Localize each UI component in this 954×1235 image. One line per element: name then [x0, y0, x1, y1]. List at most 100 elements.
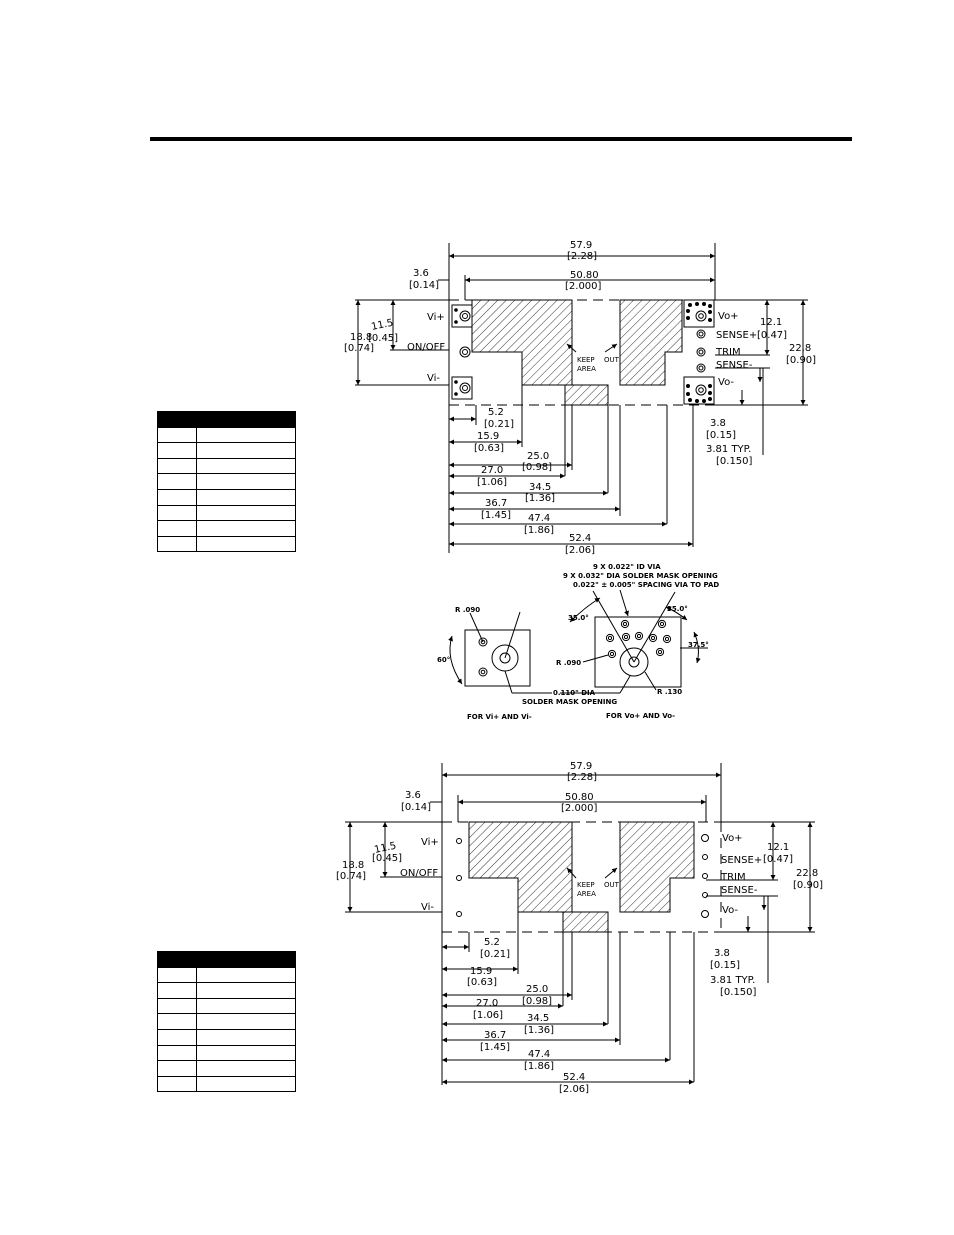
dim-52.4: 52.4 — [569, 533, 591, 544]
pin-label-vi-plus: Vi+ — [427, 312, 445, 323]
pin-label-sense-minus: SENSE- — [716, 360, 753, 371]
dim-25.0: 25.0 — [526, 984, 548, 995]
dim-1.86: [1.86] — [524, 1061, 554, 1072]
dim-5.2: 5.2 — [484, 937, 500, 948]
dim-47.4: 47.4 — [528, 1049, 550, 1060]
dim-0.15: [0.15] — [706, 430, 736, 441]
dim-50.80: 50.80 — [565, 792, 594, 803]
dim-0.74: [0.74] — [344, 343, 374, 354]
dim-57.9: 57.9 — [570, 761, 592, 772]
dim-1.36: [1.36] — [525, 493, 555, 504]
dim-0.47: [0.47] — [763, 854, 793, 865]
dim-0.14: [0.14] — [409, 280, 439, 291]
dim-2.28: [2.28] — [567, 772, 597, 783]
dim-3.6: 3.6 — [405, 790, 421, 801]
dim-0.98: [0.98] — [522, 462, 552, 473]
dim-0.21: [0.21] — [484, 419, 514, 430]
dim-47.4: 47.4 — [528, 513, 550, 524]
dim-0.15: [0.15] — [710, 960, 740, 971]
label-35-deg-left: 35.0° — [568, 614, 589, 622]
dim-12.1: 12.1 — [760, 317, 782, 328]
pin-label-vo-minus: Vo- — [718, 377, 734, 388]
pin-label-vi-plus: Vi+ — [421, 837, 439, 848]
dim-1.06: [1.06] — [477, 477, 507, 488]
dim-25.0: 25.0 — [527, 451, 549, 462]
dim-2.28: [2.28] — [567, 251, 597, 262]
dim-27.0: 27.0 — [481, 465, 503, 476]
dim-18.8: 18.8 — [350, 332, 372, 343]
dim-3.6: 3.6 — [413, 268, 429, 279]
dim-2.000: [2.000] — [561, 803, 598, 814]
bottom-view — [345, 763, 815, 1085]
dim-0.74: [0.74] — [336, 871, 366, 882]
pin-label-vo-plus: Vo+ — [718, 311, 739, 322]
dim-3.8: 3.8 — [710, 418, 726, 429]
dim-0.150: [0.150] — [720, 987, 757, 998]
pin-label-trim: TRIM — [720, 872, 746, 883]
out-label: OUT — [604, 881, 620, 889]
pin-label-sense-plus: SENSE+ — [721, 855, 762, 866]
note-mask: 9 X 0.032" DIA SOLDER MASK OPENING — [563, 572, 718, 580]
note-spacing: 0.022" ± 0.005" SPACING VIA TO PAD — [573, 581, 719, 589]
dim-1.86: [1.86] — [524, 525, 554, 536]
header-rule — [150, 137, 852, 141]
pin-label-vi-minus: Vi- — [421, 902, 434, 913]
dim-0.21: [0.21] — [480, 949, 510, 960]
dim-27.0: 27.0 — [476, 998, 498, 1009]
dim-2.06: [2.06] — [565, 545, 595, 556]
out-label: OUT — [604, 356, 620, 364]
dim-1.36: [1.36] — [524, 1025, 554, 1036]
pin-label-on-off: ON/OFF — [407, 342, 445, 353]
dim-15.9: 15.9 — [477, 431, 499, 442]
label-37.5-deg: 37.5° — [688, 641, 709, 649]
pin-label-sense-plus: SENSE+ — [716, 330, 757, 341]
keep-label: KEEP — [577, 356, 595, 364]
dim-18.8: 18.8 — [342, 860, 364, 871]
dim-0.98: [0.98] — [522, 996, 552, 1007]
pin-table-top — [157, 411, 296, 553]
label-dia: 0.110" DIA — [553, 689, 596, 697]
dim-0.150: [0.150] — [716, 456, 753, 467]
top-view-text: 57.9 [2.28] 50.80 [2.000] 3.6 [0.14] 11.… — [344, 240, 816, 556]
area-label: AREA — [577, 365, 596, 373]
dim-15.9: 15.9 — [470, 966, 492, 977]
dim-0.14: [0.14] — [401, 802, 431, 813]
bottom-view-text: 57.9 [2.28] 50.80 [2.000] 3.6 [0.14] 11.… — [336, 761, 823, 1095]
dim-50.80: 50.80 — [570, 270, 599, 281]
dim-22.8: 22.8 — [796, 868, 818, 879]
label-r090-vi: R .090 — [455, 606, 480, 614]
dim-0.47: [0.47] — [757, 330, 787, 341]
dim-3.81-typ: 3.81 TYP. — [706, 444, 751, 455]
dim-0.90: [0.90] — [793, 880, 823, 891]
label-solder-mask: SOLDER MASK OPENING — [522, 698, 617, 706]
dim-5.2: 5.2 — [488, 407, 504, 418]
dim-34.5: 34.5 — [527, 1013, 549, 1024]
dim-3.8: 3.8 — [714, 948, 730, 959]
label-r130: R .130 — [657, 688, 682, 696]
pad-detail — [448, 589, 708, 694]
label-r090-vo: R .090 — [556, 659, 581, 667]
dim-11.5: 11.5 — [373, 841, 397, 856]
dim-2.000: [2.000] — [565, 281, 602, 292]
pad-detail-text: 9 X 0.022" ID VIA 9 X 0.032" DIA SOLDER … — [437, 563, 719, 721]
area-label: AREA — [577, 890, 596, 898]
dim-1.06: [1.06] — [473, 1010, 503, 1021]
pin-label-vi-minus: Vi- — [427, 373, 440, 384]
dim-52.4: 52.4 — [563, 1072, 585, 1083]
dim-0.63: [0.63] — [474, 443, 504, 454]
dim-2.06: [2.06] — [559, 1084, 589, 1095]
note-via: 9 X 0.022" ID VIA — [593, 563, 661, 571]
pin-label-trim: TRIM — [715, 347, 741, 358]
pin-label-sense-minus: SENSE- — [721, 885, 758, 896]
dim-34.5: 34.5 — [529, 482, 551, 493]
dim-0.63: [0.63] — [467, 977, 497, 988]
keep-label: KEEP — [577, 881, 595, 889]
top-view — [355, 243, 808, 553]
dim-36.7: 36.7 — [485, 498, 507, 509]
dim-0.45: [0.45] — [372, 853, 402, 864]
dim-36.7: 36.7 — [484, 1030, 506, 1041]
pin-table-bottom — [157, 951, 296, 1093]
label-60-deg: 60° — [437, 656, 450, 664]
